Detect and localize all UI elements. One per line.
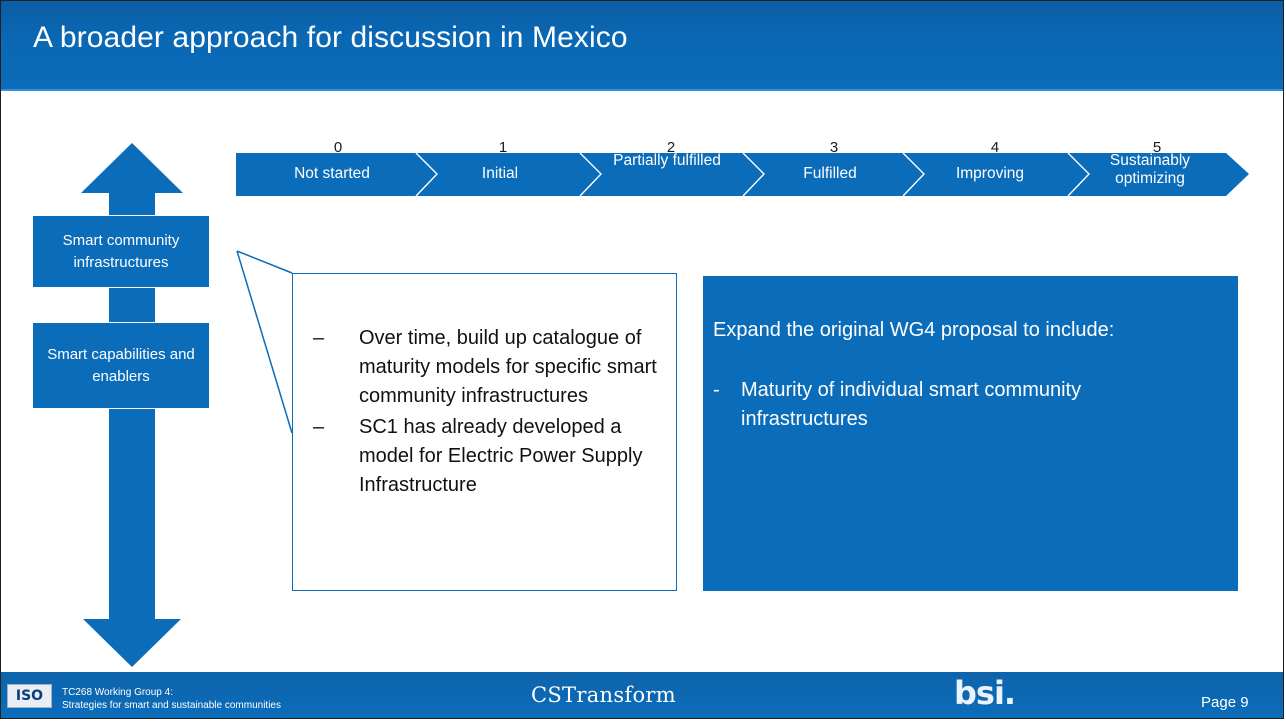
stage-number-4: 4 [990, 139, 1000, 156]
stage-number-1: 1 [498, 139, 508, 156]
stage-number-3: 3 [829, 139, 839, 156]
working-group-line-2: Strategies for smart and sustainable com… [62, 700, 281, 711]
chevron-bar-shape [236, 153, 1249, 196]
stage-label-5: Sustainably optimizing [1109, 152, 1191, 187]
stage-label-3: Fulfilled [803, 165, 857, 182]
bullet-dash: ‒ [313, 327, 325, 349]
proposal-item-text: Maturity of individual smart community i… [741, 379, 1082, 430]
stage-number-0: 0 [333, 139, 343, 156]
stage-label-2: Partially fulfilled [613, 152, 721, 169]
chevron-dividers [415, 152, 1090, 197]
chevron-divider-3 [742, 152, 765, 197]
slide-footer: ISO TC268 Working Group 4: Strategies fo… [1, 672, 1283, 718]
callout-bullet: ‒ Over time, build up catalogue of matur… [293, 324, 671, 411]
callout-bullet-text: Over time, build up catalogue of maturit… [359, 327, 657, 407]
callout-bullet-list: ‒ Over time, build up catalogue of matur… [293, 324, 671, 502]
smart-capabilities-enablers-box: Smart capabilities and enablers [32, 322, 210, 409]
smart-community-infrastructures-box: Smart community infrastructures [32, 215, 210, 288]
chevron-divider-2 [579, 152, 602, 197]
iso-logo: ISO [7, 684, 52, 708]
working-group-line-1: TC268 Working Group 4: [62, 687, 173, 698]
callout-bullet: ‒ SC1 has already developed a model for … [293, 413, 671, 500]
bsi-logo: bsi. [954, 674, 1016, 712]
stage-number-5: 5 [1152, 139, 1162, 156]
stage-label-1: Initial [481, 165, 519, 182]
slide-title: A broader approach for discussion in Mex… [33, 21, 628, 54]
page-number: Page 9 [1201, 694, 1249, 711]
chevron-divider-4 [902, 152, 925, 197]
callout-connector-top [236, 250, 293, 274]
stage-label-0: Not started [294, 165, 370, 182]
working-group-text: TC268 Working Group 4: Strategies for sm… [62, 686, 281, 712]
callout-connector-bottom [236, 250, 293, 434]
proposal-dash: - [713, 379, 720, 401]
cstransform-logo: CSTransform [531, 683, 676, 707]
bullet-dash: ‒ [313, 416, 325, 438]
callout-bullet-text: SC1 has already developed a model for El… [359, 416, 643, 496]
proposal-lead: Expand the original WG4 proposal to incl… [713, 319, 1115, 341]
proposal-box: Expand the original WG4 proposal to incl… [703, 276, 1238, 591]
stage-number-2: 2 [666, 139, 676, 156]
stage-label-4: Improving [955, 165, 1025, 182]
chevron-divider-5 [1067, 152, 1090, 197]
slide-header: A broader approach for discussion in Mex… [1, 1, 1283, 91]
chevron-divider-1 [415, 152, 438, 197]
callout-box: ‒ Over time, build up catalogue of matur… [292, 273, 677, 591]
